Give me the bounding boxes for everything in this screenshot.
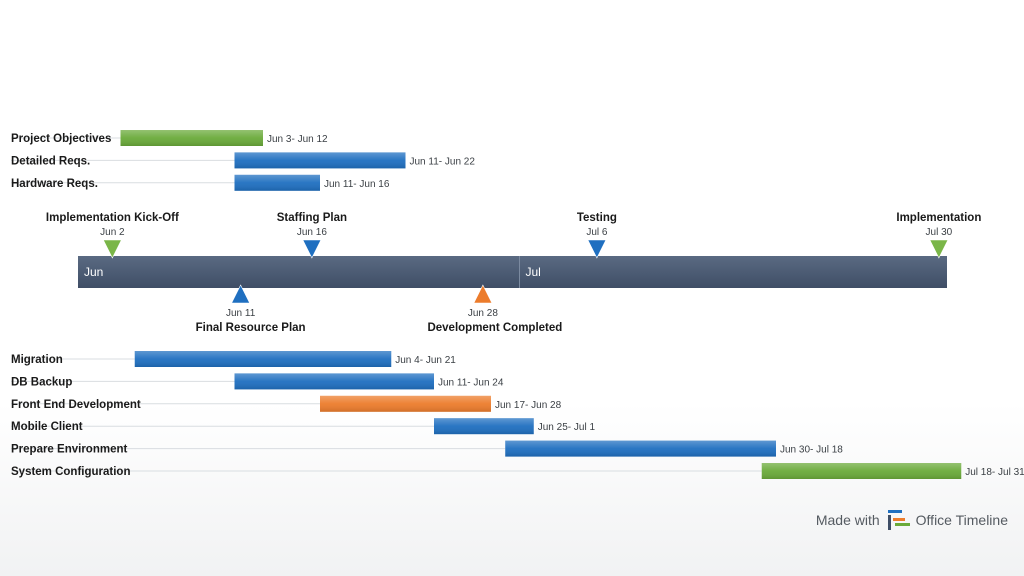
month-label: Jul: [526, 265, 541, 279]
milestone-date: Jun 11: [226, 308, 256, 319]
timeband: Jun Jul: [78, 256, 947, 288]
bottom-task-group: Migration Jun 4- Jun 21 DB Backup Jun 11- J…: [11, 351, 1024, 479]
task-bar-shine: [234, 174, 320, 191]
milestone-marker[interactable]: [473, 284, 493, 304]
task-label: Front End Development: [11, 399, 141, 411]
timeband-bar: [78, 256, 947, 288]
milestone-marker[interactable]: [102, 239, 122, 259]
top-task-group: Project Objectives Jun 3- Jun 12 Detailed …: [11, 130, 475, 191]
brand[interactable]: Office Timeline: [887, 510, 1008, 530]
milestone-title: Testing: [577, 212, 617, 224]
task-date-label: Jun 30- Jul 18: [780, 445, 843, 456]
task-label: System Configuration: [11, 466, 130, 478]
milestone-date: Jun 28: [468, 308, 498, 319]
footer: Made with Office Timeline: [816, 508, 1008, 532]
task-bar-shine: [761, 463, 962, 479]
milestone-title: Implementation: [896, 212, 981, 224]
office-timeline-logo-icon: [887, 510, 910, 530]
task-date-label: Jun 25- Jul 1: [538, 422, 596, 433]
milestone-marker[interactable]: [302, 239, 322, 259]
task-label: Detailed Reqs.: [11, 155, 90, 167]
task-date-label: Jun 11- Jun 22: [410, 156, 476, 167]
task-bar-shine: [320, 395, 491, 412]
milestone-marker[interactable]: [587, 239, 607, 259]
task-date-label: Jun 4- Jun 21: [395, 355, 456, 366]
task-date-label: Jul 18- Jul 31: [965, 467, 1024, 478]
task-label: Migration: [11, 354, 63, 366]
milestone-date: Jul 30: [926, 227, 953, 238]
task-label: Mobile Client: [11, 421, 83, 433]
milestone-title: Development Completed: [427, 322, 562, 334]
task-date-label: Jun 11- Jun 24: [438, 377, 504, 388]
task-bar-shine: [134, 351, 392, 367]
milestone-title: Staffing Plan: [277, 212, 347, 224]
task-bar-shine: [120, 130, 263, 146]
task-label: DB Backup: [11, 376, 72, 388]
task-label: Prepare Environment: [11, 444, 127, 456]
task-bar-shine: [234, 373, 434, 390]
made-with-text: Made with: [815, 512, 880, 528]
month-label: Jun: [84, 265, 103, 279]
task-bar-shine: [505, 440, 776, 457]
task-date-label: Jun 3- Jun 12: [267, 134, 328, 145]
task-date-label: Jun 11- Jun 16: [324, 179, 390, 190]
brand-name: Office Timeline: [915, 512, 1008, 528]
milestone-marker[interactable]: [231, 284, 251, 304]
milestone-date: Jun 16: [297, 227, 327, 238]
task-label: Project Objectives: [11, 133, 111, 145]
milestone-title: Final Resource Plan: [196, 322, 306, 334]
task-date-label: Jun 17- Jun 28: [495, 400, 562, 411]
task-bar-shine: [434, 418, 534, 435]
milestone-date: Jul 6: [586, 227, 608, 238]
milestone-date: Jun 2: [100, 227, 125, 238]
milestone-title: Implementation Kick-Off: [46, 212, 179, 224]
task-label: Hardware Reqs.: [11, 178, 98, 190]
milestone-marker[interactable]: [929, 239, 949, 259]
task-bar-shine: [234, 152, 406, 169]
milestones-below: Jun 11 Final Resource Plan Jun 28 Developme…: [196, 284, 562, 334]
